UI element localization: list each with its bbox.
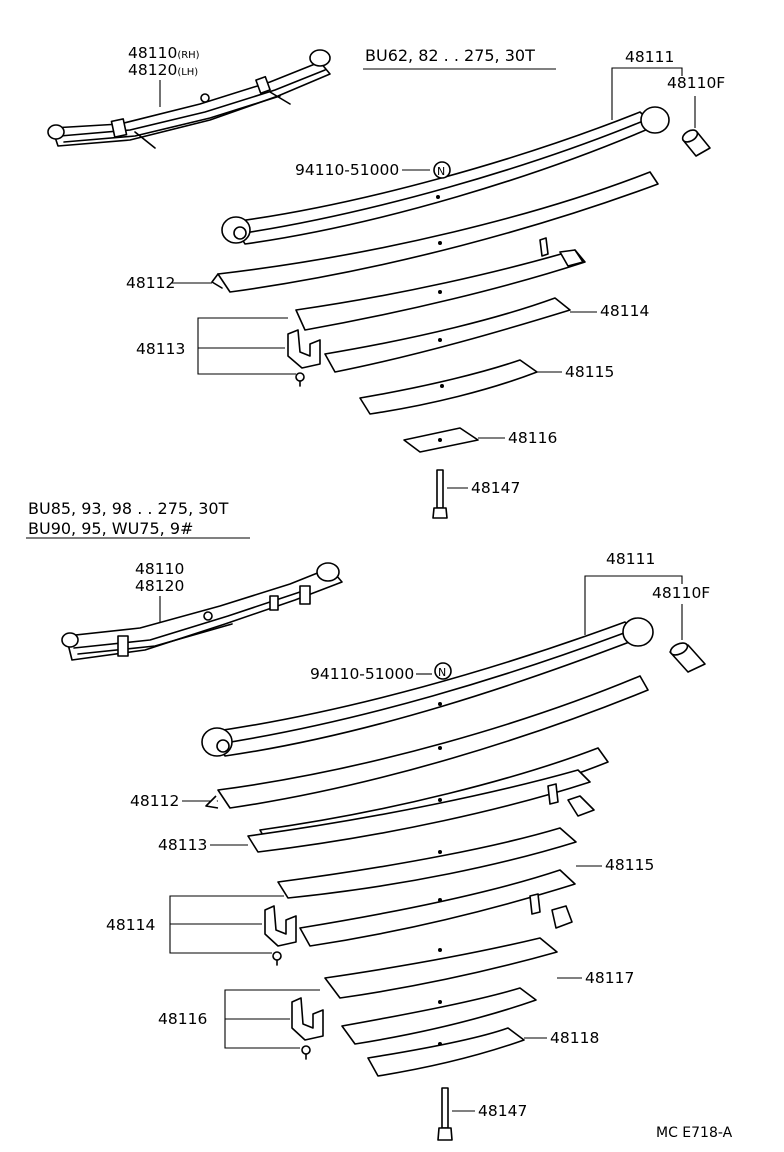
label-main-leaf-2: 48111: [606, 550, 655, 568]
label-leaf2: 48112: [126, 274, 175, 292]
leaf-48115-1: [359, 359, 538, 415]
label-bushing-2: 48110F: [652, 584, 710, 602]
leaf-spring-assembly-1: [47, 49, 331, 149]
leaf-next-2b: [299, 869, 576, 952]
label-assy-rh: 48110(RH): [128, 44, 200, 62]
label-assy-lh-2: 48120: [135, 577, 184, 595]
leader-main-leaf: [611, 67, 683, 120]
nut-symbol-text: N: [437, 165, 445, 178]
clip-48114-2: [264, 905, 297, 966]
section-2: BU85, 93, 98 . . 275, 30T BU90, 95, WU75…: [26, 499, 710, 1141]
label-leaf4: 48115: [565, 363, 614, 381]
section2-title-line1: BU85, 93, 98 . . 275, 30T: [28, 499, 229, 518]
leaf-48114-1: [324, 297, 571, 373]
section2-title-line2: BU90, 95, WU75, 9#: [28, 519, 193, 538]
label-bolt-2: 48147: [478, 1102, 527, 1120]
leaf-next-1: [295, 237, 586, 331]
leaf-48113-2: [247, 769, 595, 854]
label-nut: 94110-51000: [295, 161, 399, 179]
label-clip-b-2: 48116: [158, 1010, 207, 1028]
label-pad: 48116: [508, 429, 557, 447]
center-bolt-48147-1: [432, 469, 448, 519]
nut-symbol-icon: [433, 161, 451, 179]
label-nut-2: 94110-51000: [310, 665, 414, 683]
label-bushing: 48110F: [667, 74, 725, 92]
footer-code: MC E718-A: [656, 1125, 733, 1141]
bushing-48110f-2: [669, 642, 706, 673]
label-leaf4-2: 48115: [605, 856, 654, 874]
label-assy-lh: 48120(LH): [128, 61, 198, 79]
label-clip: 48113: [136, 340, 185, 358]
center-bolt-48147-2: [437, 1087, 453, 1141]
label-clip-a-2: 48114: [106, 916, 155, 934]
label-main-leaf: 48111: [625, 48, 674, 66]
leaf-48117-2: [324, 937, 558, 1004]
nut-symbol-text-2: N: [438, 666, 446, 679]
label-leaf6-2: 48118: [550, 1029, 599, 1047]
label-leaf2-2: 48112: [130, 792, 179, 810]
leaf-48112-1: [211, 171, 659, 293]
bushing-48110f-1: [681, 129, 711, 157]
pad-48116-1: [403, 427, 479, 453]
label-leaf3-2: 48113: [158, 836, 207, 854]
leaf-last-2: [367, 1027, 525, 1077]
nut-symbol-icon-2: [434, 662, 452, 680]
leader-clip-bracket: [197, 317, 296, 375]
label-assy-rh-2: 48110: [135, 560, 184, 578]
leaf-spring-assembly-2: [61, 562, 343, 661]
leaf-48112-2: [217, 675, 649, 809]
clip-48116-2: [291, 997, 324, 1060]
main-leaf-48111-2: [201, 617, 654, 757]
label-leaf3: 48114: [600, 302, 649, 320]
leader-main-leaf-2: [584, 575, 683, 635]
section1-title: BU62, 82 . . 275, 30T: [365, 46, 535, 65]
label-leaf5-2: 48117: [585, 969, 634, 987]
clip-48113-1: [287, 329, 321, 387]
section-1: BU62, 82 . . 275, 30T 48110(RH) 48120(LH…: [47, 44, 725, 519]
label-bolt: 48147: [471, 479, 520, 497]
